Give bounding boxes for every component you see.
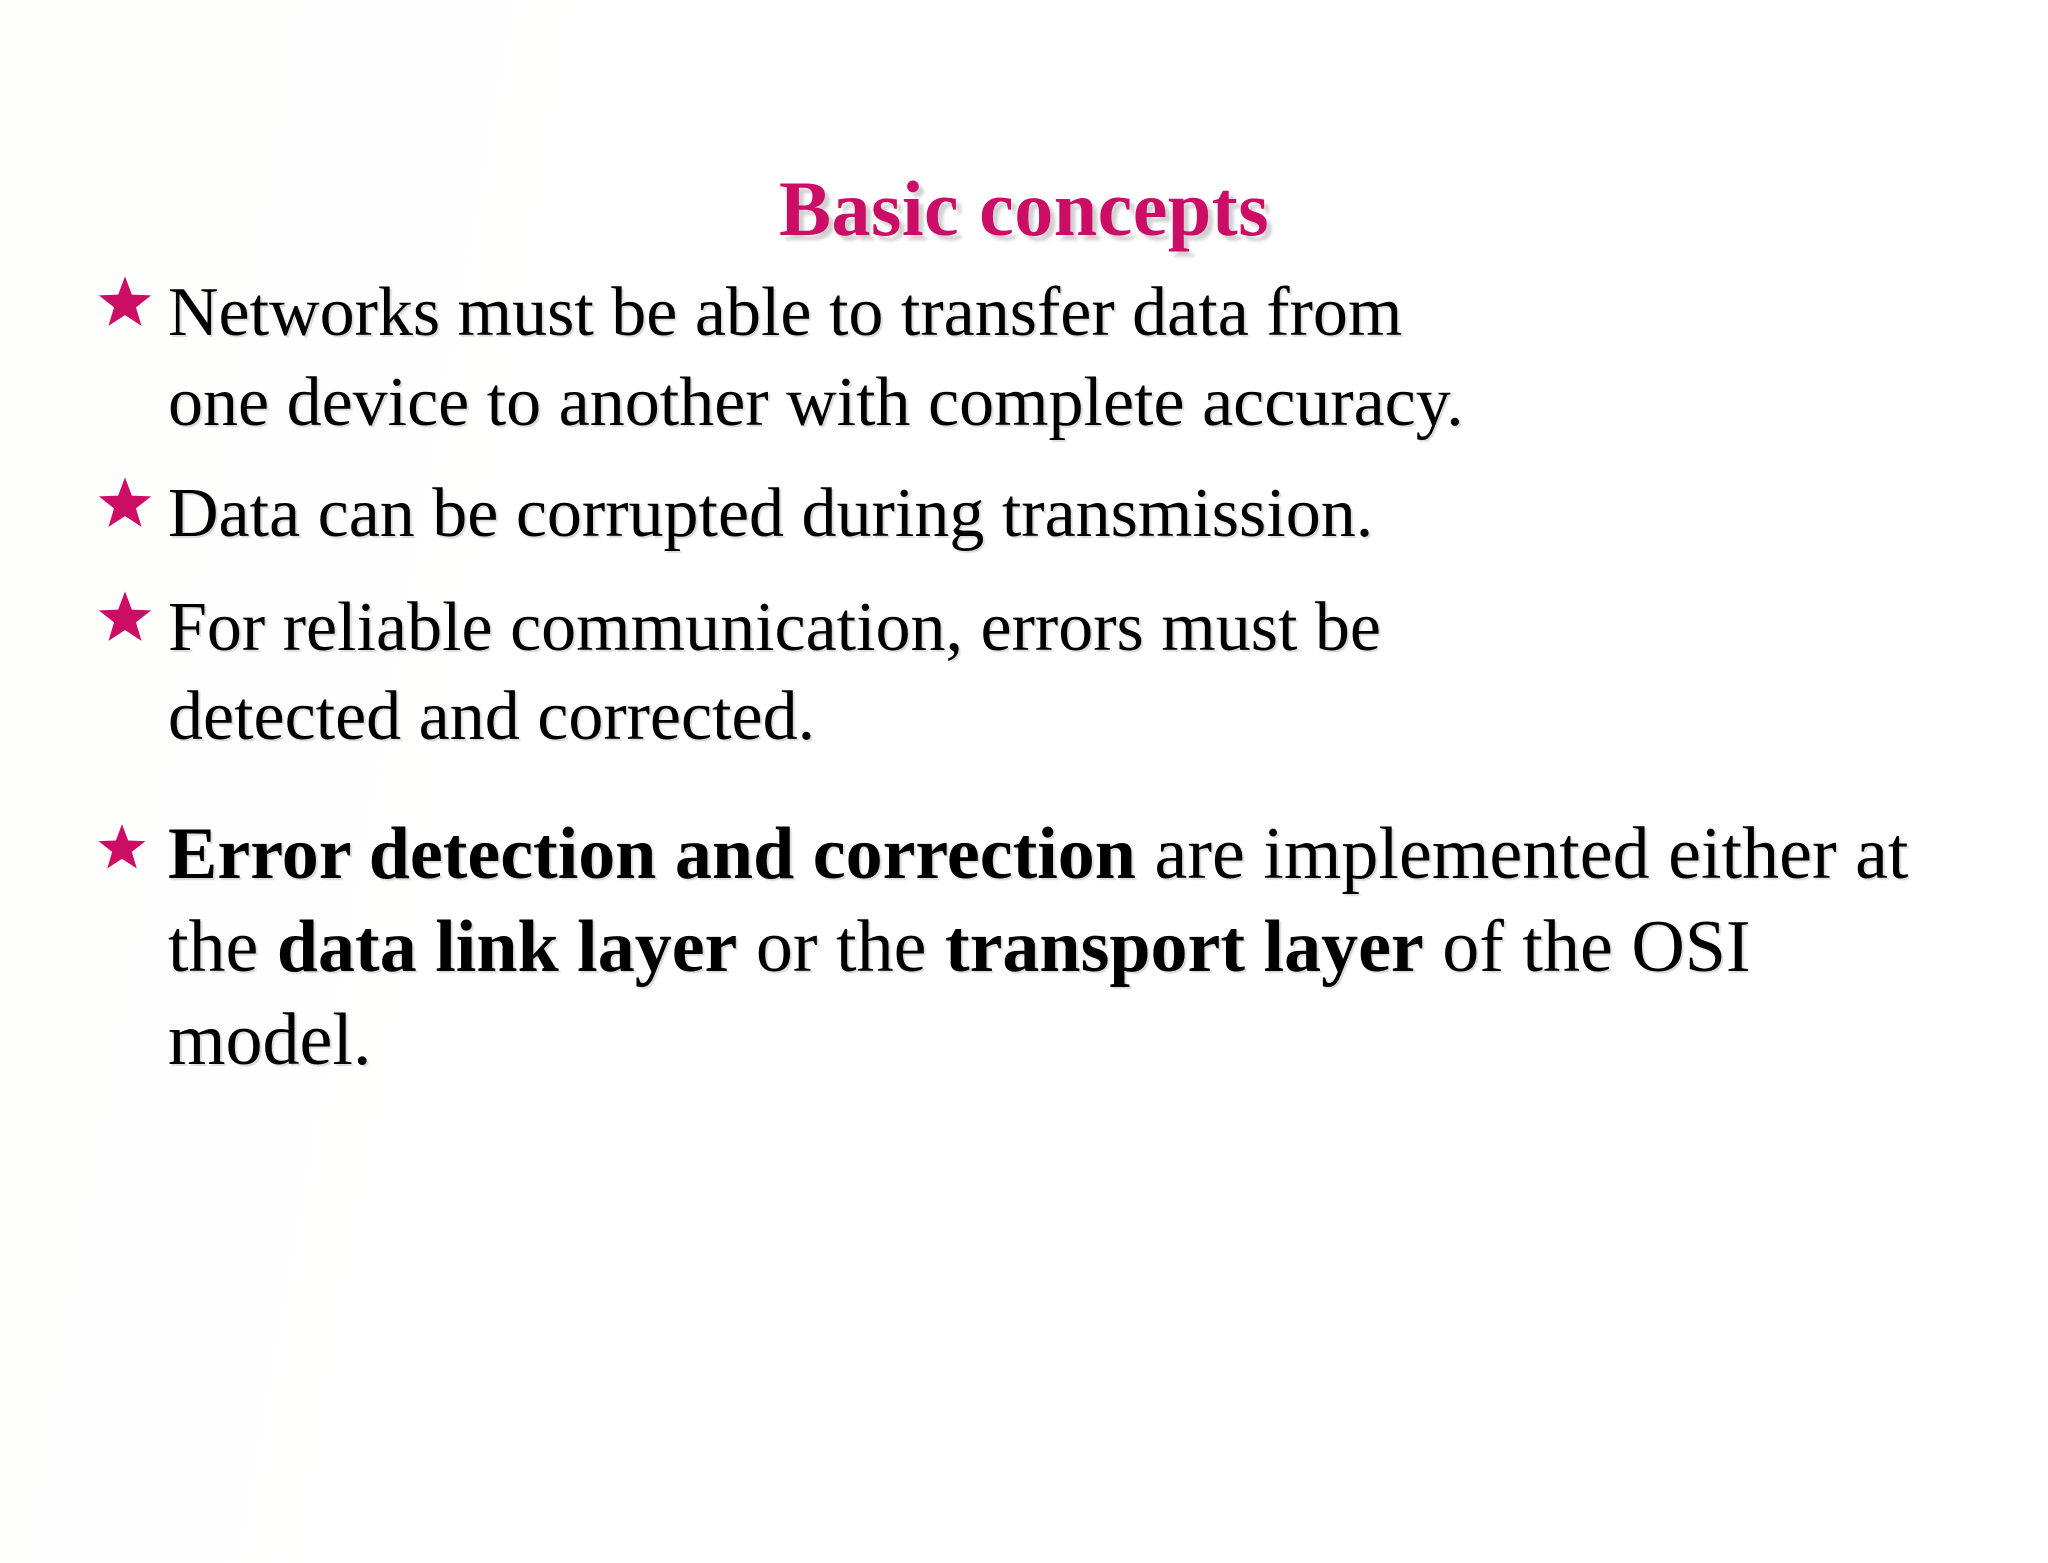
list-item: Data can be corrupted during transmissio… [96,469,1966,559]
list-item: For reliable communication, errors must … [96,583,1966,762]
star-icon [96,268,158,332]
emphasis-segment: data link layer [276,906,738,989]
list-item: Networks must be able to transfer data f… [96,268,1966,447]
page-title: Basic concepts [778,165,1270,253]
emphasis-segment: transport layer [944,906,1424,989]
list-item-text: For reliable communication, errors must … [168,583,1966,762]
list-item-line: detected and corrected. [168,678,816,756]
bullet-list: Networks must be able to transfer data f… [96,268,1966,1112]
star-icon [96,808,158,874]
list-item-line: For reliable communication, errors must … [168,588,1382,666]
list-item-line: Data can be corrupted during transmissio… [168,475,1374,553]
star-icon [96,583,158,647]
list-item-line: one device to another with complete accu… [168,363,1464,441]
emphasis-segment: Error detection and correction [168,812,1136,895]
list-item: Error detection and correction are imple… [96,808,1966,1088]
list-item-line: Networks must be able to transfer data f… [168,274,1403,351]
plain-segment: of the OSI model. [168,906,1751,1082]
list-item-text: Data can be corrupted during transmissio… [168,469,1966,559]
list-item-text-rich: Error detection and correction are imple… [168,808,1966,1088]
star-icon [96,469,158,533]
plain-segment: or the [737,906,945,989]
plain-segment: are implemented either at the [168,812,1909,989]
list-item-text: Networks must be able to transfer data f… [168,268,1966,447]
